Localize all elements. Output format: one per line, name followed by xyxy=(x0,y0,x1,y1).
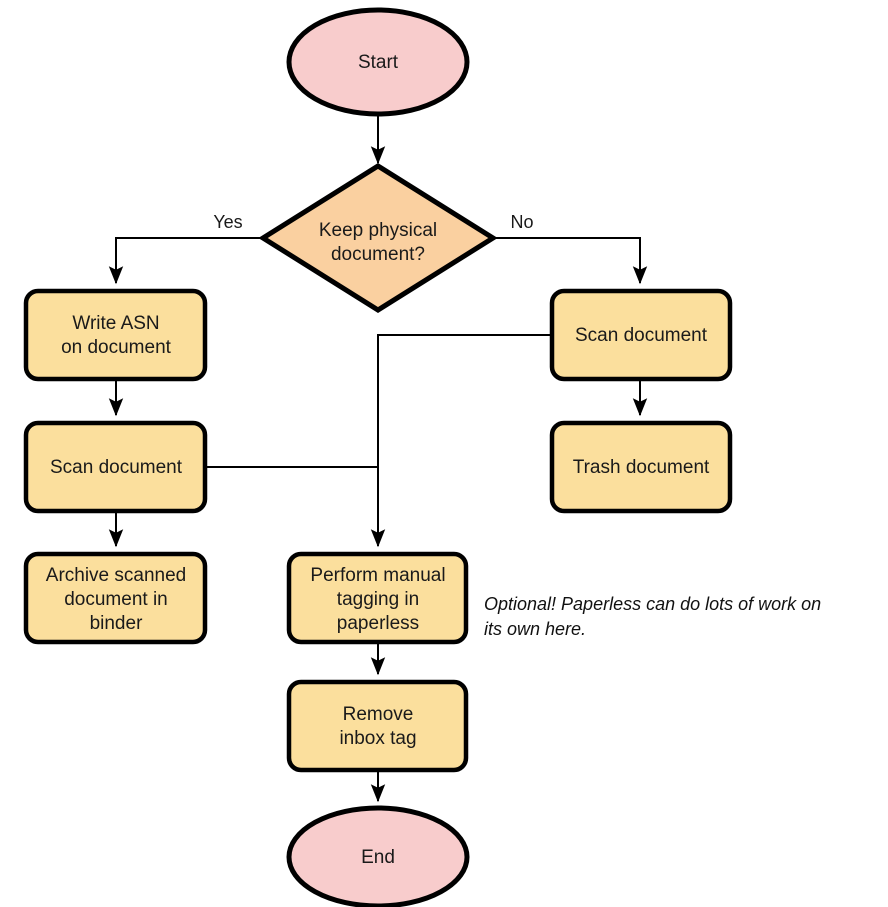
node-archive-label-line2: document in xyxy=(64,589,168,610)
node-archive-label-line3: binder xyxy=(90,613,143,634)
node-scan-document-left-label: Scan document xyxy=(50,457,183,478)
node-end-label: End xyxy=(361,847,395,868)
edge-scan-right-to-tagging xyxy=(370,334,552,548)
node-start[interactable]: Start xyxy=(286,7,470,117)
scan-document-right-box xyxy=(549,288,733,382)
end-ellipse xyxy=(286,805,470,907)
node-archive-label-line1: Archive scanned xyxy=(46,565,186,586)
node-trash-document-label: Trash document xyxy=(573,457,710,478)
remove-inbox-tag-box xyxy=(286,679,469,773)
node-end[interactable]: End xyxy=(286,805,470,907)
edge-label-no: No xyxy=(510,212,533,232)
annotation-line1: Optional! Paperless can do lots of work … xyxy=(484,594,821,614)
node-start-label: Start xyxy=(358,52,399,73)
node-perform-manual-tagging[interactable]: Perform manual tagging in paperless xyxy=(286,551,469,645)
start-ellipse xyxy=(286,7,470,117)
scan-document-left-box xyxy=(23,420,208,514)
trash-document-box xyxy=(549,420,733,514)
node-trash-document[interactable]: Trash document xyxy=(549,420,733,514)
node-scan-document-right-label: Scan document xyxy=(575,325,708,346)
archive-document-box xyxy=(23,551,208,645)
manual-tagging-box xyxy=(286,551,469,645)
node-tagging-label-line2: tagging in xyxy=(337,589,419,610)
node-decision-label-line1: Keep physical xyxy=(319,220,437,241)
node-keep-physical-document[interactable]: Keep physical document? xyxy=(258,163,498,313)
node-remove-inbox-tag[interactable]: Remove inbox tag xyxy=(286,679,469,773)
node-archive-scanned-document[interactable]: Archive scanned document in binder xyxy=(23,551,208,645)
node-remove-inbox-tag-label-line1: Remove xyxy=(343,704,414,725)
node-tagging-label-line3: paperless xyxy=(337,613,419,634)
edge-label-yes: Yes xyxy=(213,212,242,232)
node-write-asn-label-line1: Write ASN xyxy=(72,313,159,334)
annotation-line2: its own here. xyxy=(484,619,586,639)
node-tagging-label-line1: Perform manual xyxy=(310,565,445,586)
node-scan-document-right[interactable]: Scan document xyxy=(549,288,733,382)
edge-layer xyxy=(108,114,648,803)
edge-decision-to-write-asn xyxy=(108,237,263,285)
edge-label-layer: Yes No xyxy=(213,212,533,232)
node-write-asn-on-document[interactable]: Write ASN on document xyxy=(23,288,208,382)
node-remove-inbox-tag-label-line2: inbox tag xyxy=(339,728,416,749)
annotation-optional-note: Optional! Paperless can do lots of work … xyxy=(484,594,821,639)
node-decision-label-line2: document? xyxy=(331,244,425,265)
node-scan-document-left[interactable]: Scan document xyxy=(23,420,208,514)
edge-decision-to-scan-right xyxy=(493,237,648,285)
write-asn-box xyxy=(23,288,208,382)
node-write-asn-label-line2: on document xyxy=(61,337,172,358)
decision-diamond xyxy=(258,163,498,313)
